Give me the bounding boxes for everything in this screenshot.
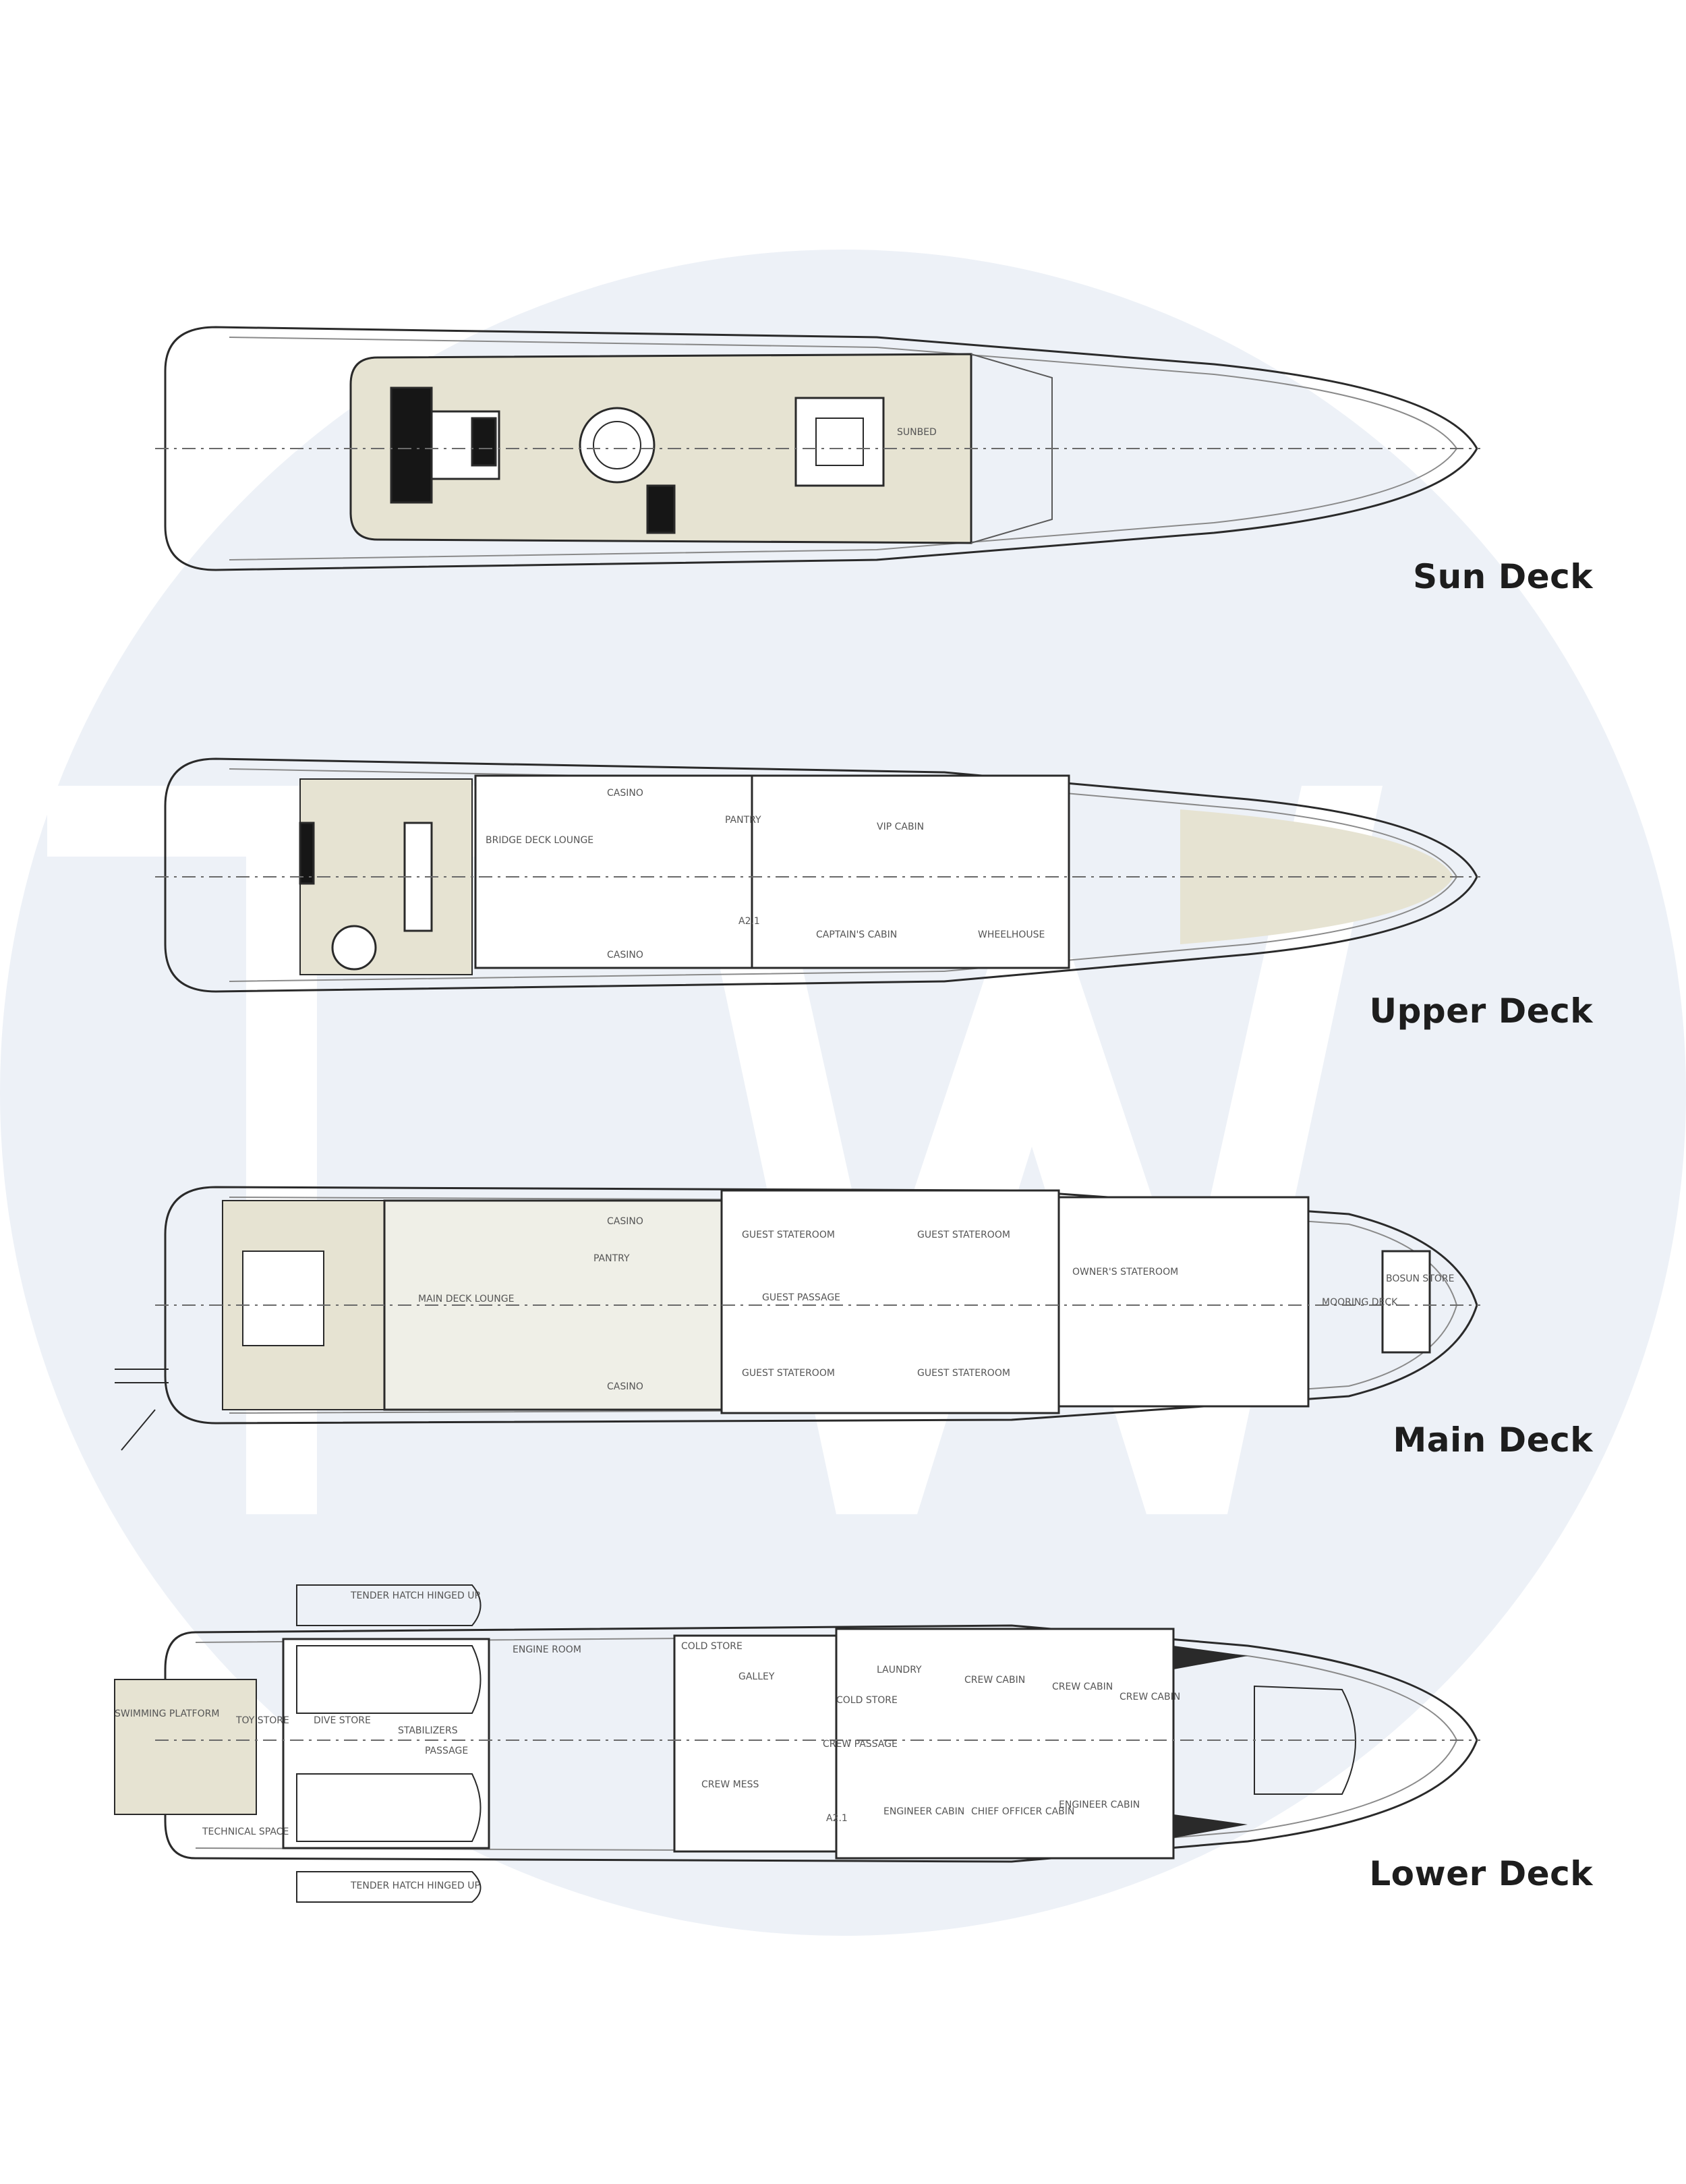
main-deck-tender-rail <box>115 1369 169 1451</box>
main-deck-room-owners-stateroom: OWNER'S STATEROOM <box>1072 1267 1178 1277</box>
lower-deck-tender-hatch-port <box>296 1871 482 1903</box>
upper-deck-room-pantry: PANTRY <box>725 815 761 826</box>
lower-deck-room-engineer-cabin-2: ENGINEER CABIN <box>1059 1800 1140 1810</box>
main-deck-room-guest-stateroom-4: GUEST STATEROOM <box>917 1368 1010 1379</box>
upper-deck-plan: BRIDGE DECK LOUNGE CASINO CASINO PANTRY … <box>155 757 1480 993</box>
sun-deck-pool-inner <box>815 418 864 466</box>
upper-deck-room-casino-stbd: CASINO <box>607 788 643 799</box>
lower-deck-room-a21: A2.1 <box>826 1813 848 1824</box>
sun-deck-dark-block <box>471 417 497 467</box>
lower-deck-swim-platform <box>114 1679 257 1815</box>
upper-deck-round-table <box>331 925 377 971</box>
upper-deck-dark-sofa <box>299 822 315 885</box>
lower-deck-tender-stbd <box>296 1645 482 1714</box>
lower-deck-room-crew-mess: CREW MESS <box>701 1779 759 1790</box>
main-deck-room-pantry: PANTRY <box>593 1253 630 1264</box>
sun-deck-hull <box>164 326 1478 571</box>
lower-deck-room-crew-cabin-2: CREW CABIN <box>1052 1682 1113 1692</box>
lower-deck-tender-hatch-stbd <box>296 1584 482 1626</box>
deck-label-sun: Sun Deck <box>1413 557 1594 596</box>
lower-deck-room-tender-hatch-port: TENDER HATCH HINGED UP <box>350 1880 480 1891</box>
main-deck-room-guest-stateroom-2: GUEST STATEROOM <box>917 1230 1010 1240</box>
sun-deck-dark-sofa <box>390 386 433 504</box>
main-deck-room-mooring-deck: MOORING DECK <box>1322 1297 1398 1308</box>
lower-deck-room-crew-cabin-3: CREW CABIN <box>1120 1692 1180 1702</box>
main-deck-room-casino-stbd: CASINO <box>607 1216 643 1227</box>
lower-deck-tender-bay <box>282 1638 490 1849</box>
lower-deck-crew-block <box>835 1628 1175 1860</box>
upper-deck-lounge <box>474 774 753 969</box>
main-deck-room-casino-port: CASINO <box>607 1381 643 1392</box>
lower-deck-room-engineer-cabin-1: ENGINEER CABIN <box>883 1806 964 1817</box>
sun-deck-room-sunbed: SUNBED <box>897 427 937 438</box>
upper-deck-room-casino-port: CASINO <box>607 950 643 960</box>
watermark-circle <box>0 250 1686 1936</box>
lower-deck-room-engine-room: ENGINE ROOM <box>513 1644 581 1655</box>
upper-deck-room-a21: A2.1 <box>738 916 760 927</box>
main-deck-aft-table <box>242 1251 324 1346</box>
upper-deck-room-wheelhouse: WHEELHOUSE <box>978 929 1045 940</box>
lower-deck-room-tender-hatch-stbd: TENDER HATCH HINGED UP <box>350 1590 480 1601</box>
lower-deck-tender-port <box>296 1773 482 1842</box>
main-deck-room-guest-stateroom-1: GUEST STATEROOM <box>742 1230 835 1240</box>
lower-deck-room-chief-officer-cabin: CHIEF OFFICER CABIN <box>971 1806 1074 1817</box>
lower-deck-room-passage: PASSAGE <box>425 1746 468 1756</box>
deck-label-lower: Lower Deck <box>1369 1854 1594 1893</box>
lower-deck-room-swimming-platform: SWIMMING PLATFORM <box>115 1708 219 1719</box>
sun-deck-round-table-inner <box>593 421 641 469</box>
lower-deck-room-toy-store: TOY STORE <box>235 1715 289 1726</box>
upper-deck-interior-fwd <box>751 774 1070 969</box>
main-deck-owner-block <box>1057 1196 1310 1408</box>
main-deck-hull <box>164 1186 1478 1425</box>
upper-deck-room-bridge-deck-lounge: BRIDGE DECK LOUNGE <box>486 835 593 846</box>
deck-label-upper: Upper Deck <box>1370 992 1594 1031</box>
lower-deck-plan: TENDER HATCH HINGED UP TENDER HATCH HING… <box>114 1584 1480 1903</box>
lower-deck-room-galley: GALLEY <box>738 1671 775 1682</box>
upper-deck-hull <box>164 757 1478 993</box>
main-deck-room-guest-passage: GUEST PASSAGE <box>762 1292 840 1303</box>
lower-deck-room-crew-cabin-1: CREW CABIN <box>964 1675 1025 1686</box>
main-deck-room-main-deck-lounge: MAIN DECK LOUNGE <box>418 1294 514 1304</box>
lower-deck-room-dive-store: DIVE STORE <box>314 1715 371 1726</box>
upper-deck-room-vip-cabin: VIP CABIN <box>877 822 924 832</box>
upper-deck-room-captains-cabin: CAPTAIN'S CABIN <box>816 929 897 940</box>
deck-label-main: Main Deck <box>1393 1420 1594 1460</box>
lower-deck-room-cold-store-1: COLD STORE <box>681 1641 743 1652</box>
lower-deck-room-technical-space: TECHNICAL SPACE <box>202 1827 289 1837</box>
main-deck-guest-block <box>720 1189 1060 1414</box>
lower-deck-room-crew-passage: CREW PASSAGE <box>823 1739 898 1750</box>
lower-deck-crew-hull-wall <box>1173 1646 1248 1838</box>
lower-deck-room-cold-store-2: COLD STORE <box>836 1695 898 1706</box>
lower-deck-room-laundry: LAUNDRY <box>877 1665 922 1675</box>
main-deck-bosun-store <box>1381 1250 1431 1354</box>
sun-deck-dark-block-port <box>646 484 676 534</box>
lower-deck-galley-block <box>673 1634 838 1853</box>
lower-deck-room-stabilizers: STABILIZERS <box>398 1725 458 1736</box>
sun-deck-plan: SUNBED <box>155 326 1480 571</box>
main-deck-room-guest-stateroom-3: GUEST STATEROOM <box>742 1368 835 1379</box>
main-deck-room-bosun-store: BOSUN STORE <box>1386 1273 1454 1284</box>
sun-deck-round-table <box>579 407 656 484</box>
lower-deck-bow-compartment <box>1254 1685 1356 1795</box>
sun-deck-pool <box>794 397 885 487</box>
main-deck-plan: MAIN DECK LOUNGE PANTRY CASINO CASINO GU… <box>115 1186 1480 1451</box>
